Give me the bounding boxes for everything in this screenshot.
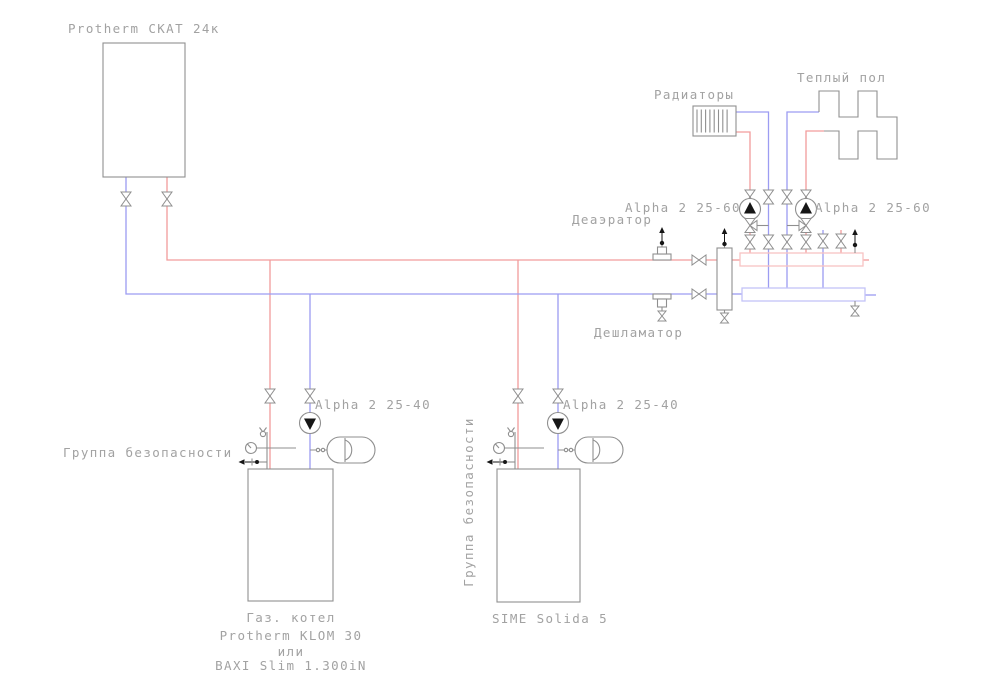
tank-link-fitting — [320, 447, 326, 453]
hydraulic-separator — [716, 227, 733, 324]
radiator-pump-group: Alpha 2 25-60 — [625, 189, 774, 250]
tank-link-fitting — [315, 447, 321, 453]
tank-link-fitting — [563, 447, 569, 453]
valve-icon — [835, 233, 847, 249]
boiler1-caption-line4: BAXI Slim 1.300iN — [215, 658, 367, 673]
supply-manifold — [739, 252, 864, 267]
floor-pump-label: Alpha 2 25-60 — [815, 200, 931, 215]
radiator-sections — [696, 109, 728, 133]
air-vent-icon — [658, 226, 666, 246]
valve-icon — [304, 388, 316, 404]
valve-icon — [781, 234, 793, 250]
return-pipe-trunk — [125, 177, 717, 295]
valve-icon — [800, 234, 812, 250]
boiler1-caption-line1: Газ. котел — [246, 610, 335, 625]
boiler2-outline — [496, 468, 581, 603]
drain-valve-icon — [720, 312, 729, 324]
supply-piping — [166, 130, 869, 469]
boiler1-caption-line3: или — [278, 644, 305, 659]
tank-link-fitting — [568, 447, 574, 453]
boiler2-pump-label: Alpha 2 25-40 — [563, 397, 679, 412]
return-manifold — [741, 287, 866, 302]
expansion-tank-membrane — [592, 439, 601, 461]
valve-icon — [552, 388, 564, 404]
dirt-separator-label: Дешламатор — [594, 325, 683, 340]
valve-icon — [691, 288, 707, 300]
radiators-label: Радиаторы — [654, 87, 734, 102]
deaerator-symbol — [656, 246, 668, 255]
air-vent-icon — [259, 430, 267, 438]
boiler1: Alpha 2 25-40 Группа безопасности Газ. к… — [63, 388, 431, 673]
warm-floor: Теплый пол — [797, 70, 898, 160]
boiler1-pump-label: Alpha 2 25-40 — [315, 397, 431, 412]
boiler2: Alpha 2 25-40 Группа безопасности SIME S… — [461, 388, 679, 626]
pump-icon — [738, 197, 762, 221]
radiators: Радиаторы — [654, 87, 737, 137]
three-way-valve-icon — [744, 218, 758, 233]
safety-group — [486, 427, 544, 469]
deaerator-symbol — [652, 253, 672, 261]
dirt-separator-symbol — [652, 293, 672, 300]
dirt-separator: Дешламатор — [594, 288, 707, 340]
air-vent-icon — [507, 430, 515, 438]
valve-icon — [691, 254, 707, 266]
pump-icon — [794, 197, 818, 221]
three-way-valve-icon — [798, 218, 812, 233]
valve-icon — [512, 388, 524, 404]
boiler2-caption: SIME Solida 5 — [492, 611, 608, 626]
valve-icon — [763, 189, 774, 205]
radiator-pump-label: Alpha 2 25-60 — [625, 200, 741, 215]
hydraulic-separator-body — [716, 247, 733, 311]
boiler1-outline — [247, 468, 334, 602]
warm-floor-label: Теплый пол — [797, 70, 886, 85]
expansion-tank — [574, 436, 624, 464]
pump-icon — [298, 411, 322, 435]
air-vent-icon — [721, 227, 728, 247]
safety-group-label-vertical: Группа безопасности — [461, 417, 476, 587]
valve-icon — [161, 191, 173, 207]
deaerator-label: Деаэратор — [572, 212, 652, 227]
drain-valve-icon — [850, 305, 860, 317]
safety-group-label: Группа безопасности — [63, 445, 233, 460]
wall-boiler-outline — [102, 42, 186, 178]
boiler1-caption-line2: Protherm KLOM 30 — [220, 628, 363, 643]
return-pipe-radiators — [736, 111, 770, 288]
valve-icon — [763, 234, 774, 250]
manifolds — [739, 228, 866, 317]
deaerator: Деаэратор — [572, 212, 707, 266]
wall-boiler-label: Protherm СКАТ 24к — [68, 21, 220, 36]
expansion-tank-membrane — [344, 439, 353, 461]
air-vent-icon — [851, 228, 859, 248]
dirt-separator-symbol — [656, 298, 668, 308]
valve-icon — [744, 234, 756, 250]
return-pipe-floor — [786, 111, 819, 288]
safety-group — [238, 427, 296, 469]
drain-valve-icon — [657, 310, 667, 322]
floor-coil-symbol — [818, 90, 898, 160]
valve-icon — [264, 388, 276, 404]
wall-boiler: Protherm СКАТ 24к — [68, 21, 220, 207]
valve-icon — [781, 189, 793, 205]
expansion-tank — [326, 436, 376, 464]
return-piping — [125, 111, 876, 469]
pump-icon — [546, 411, 570, 435]
valve-icon — [120, 191, 132, 207]
floor-pump-group: Alpha 2 25-60 — [781, 189, 931, 250]
valve-icon — [817, 233, 829, 249]
